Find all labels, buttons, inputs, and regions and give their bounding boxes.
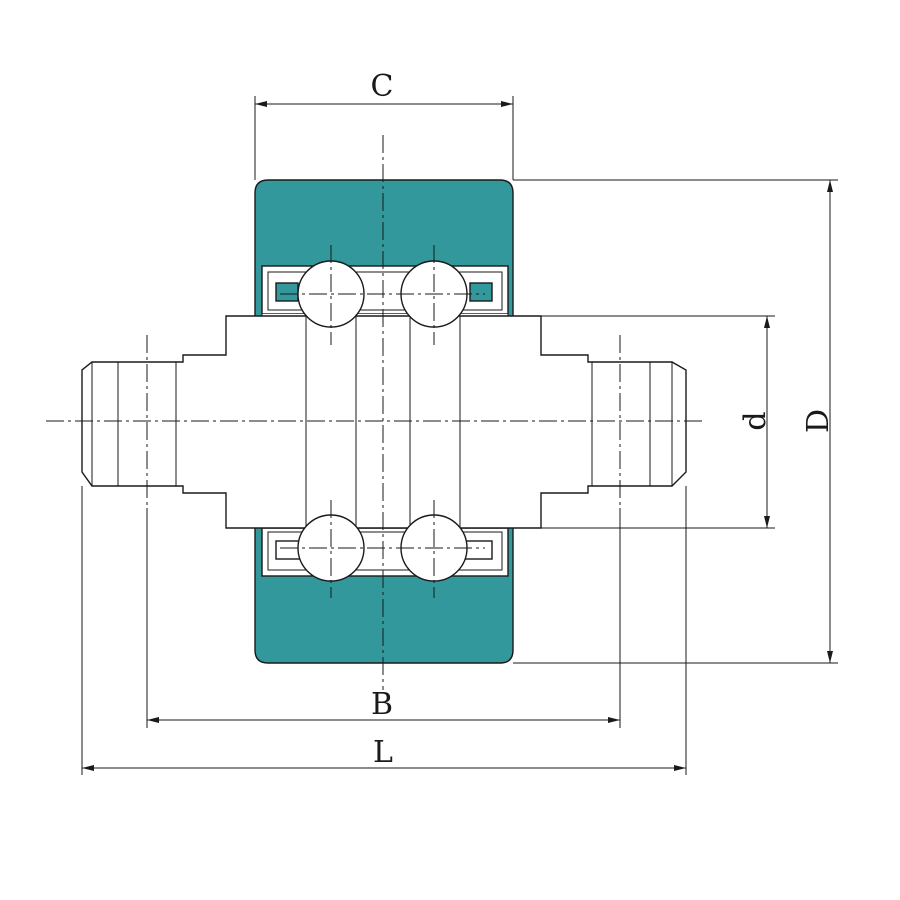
dimension-d-inner: d xyxy=(738,316,773,528)
dimension-d-inner-label: d xyxy=(738,411,773,430)
dimension-b-label: B xyxy=(371,687,393,722)
center-lines xyxy=(46,135,705,690)
dimension-b: B xyxy=(147,687,620,723)
dimension-l-label: L xyxy=(373,735,393,770)
extension-lines xyxy=(81,96,838,775)
axle-shaft xyxy=(81,315,687,529)
dimension-d-outer: D xyxy=(801,180,836,663)
dimension-d-outer-label: D xyxy=(801,409,836,433)
dimension-c: C xyxy=(255,69,513,107)
dimension-c-label: C xyxy=(371,69,394,104)
dimension-l: L xyxy=(82,735,686,771)
